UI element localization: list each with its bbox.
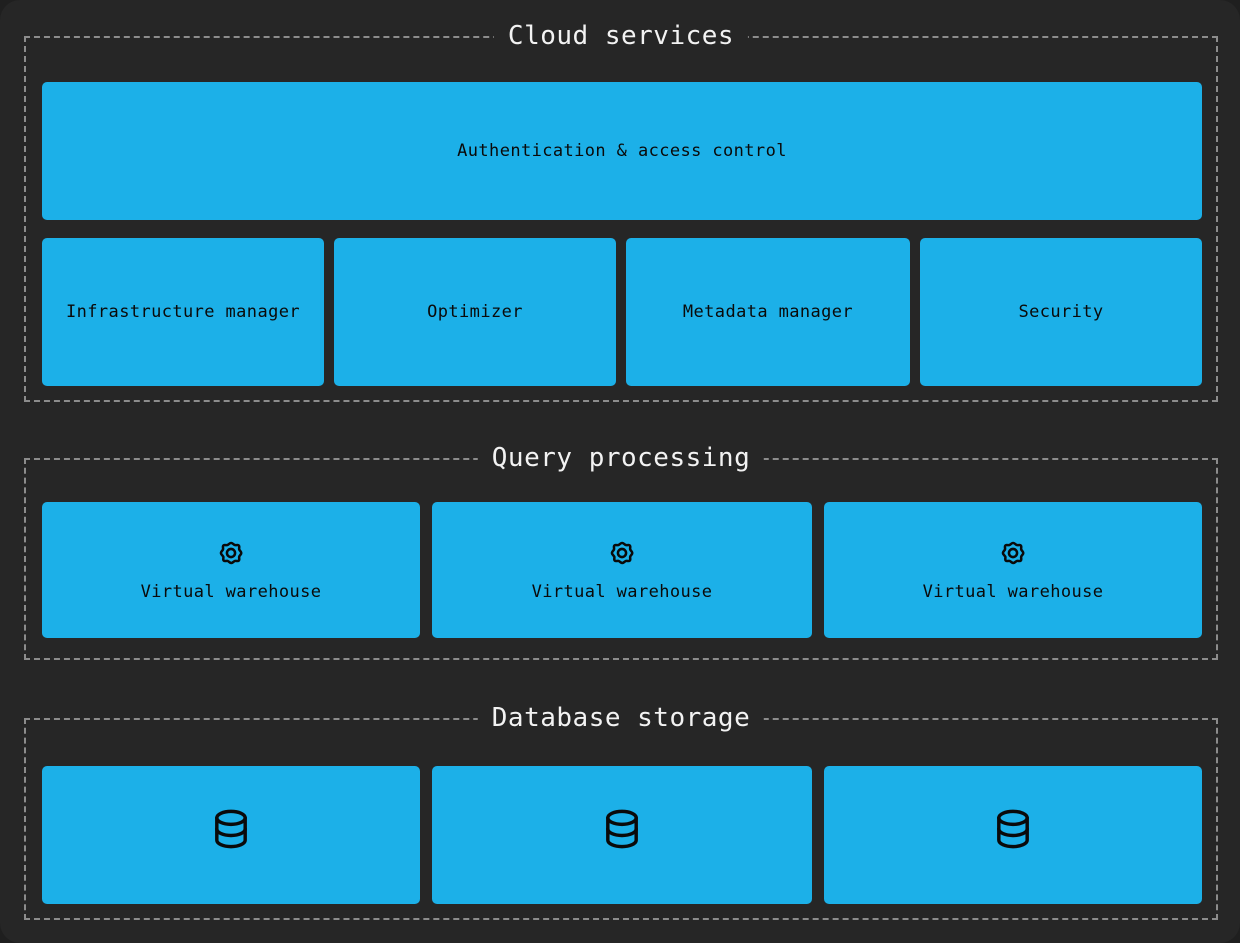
gear-icon <box>997 537 1029 569</box>
database-icon <box>990 806 1036 852</box>
group-database-storage: Database storage <box>24 701 1218 920</box>
node-database-storage[interactable] <box>824 766 1202 904</box>
node-label: Infrastructure manager <box>66 302 300 322</box>
node-database-storage[interactable] <box>42 766 420 904</box>
group-title-database-storage: Database storage <box>477 701 765 735</box>
group-cloud-services: Cloud services Authentication & access c… <box>24 19 1218 402</box>
node-metadata-manager[interactable]: Metadata manager <box>626 238 910 386</box>
node-optimizer[interactable]: Optimizer <box>334 238 616 386</box>
node-virtual-warehouse[interactable]: Virtual warehouse <box>42 502 420 638</box>
node-label: Security <box>1018 302 1104 322</box>
node-database-storage[interactable] <box>432 766 812 904</box>
node-label: Virtual warehouse <box>922 582 1104 602</box>
node-infrastructure-manager[interactable]: Infrastructure manager <box>42 238 324 386</box>
node-label: Authentication & access control <box>457 141 787 161</box>
node-label: Optimizer <box>427 302 523 322</box>
node-security[interactable]: Security <box>920 238 1202 386</box>
node-label: Virtual warehouse <box>140 582 322 602</box>
group-query-processing: Query processing Virtual warehouse Virtu… <box>24 441 1218 660</box>
gear-icon <box>215 537 247 569</box>
group-title-cloud-services: Cloud services <box>493 19 749 53</box>
node-authentication-access-control[interactable]: Authentication & access control <box>42 82 1202 220</box>
node-virtual-warehouse[interactable]: Virtual warehouse <box>432 502 812 638</box>
database-icon <box>208 806 254 852</box>
group-title-query-processing: Query processing <box>477 441 765 475</box>
node-label: Virtual warehouse <box>531 582 713 602</box>
gear-icon <box>606 537 638 569</box>
node-label: Metadata manager <box>682 302 854 322</box>
database-icon <box>599 806 645 852</box>
node-virtual-warehouse[interactable]: Virtual warehouse <box>824 502 1202 638</box>
